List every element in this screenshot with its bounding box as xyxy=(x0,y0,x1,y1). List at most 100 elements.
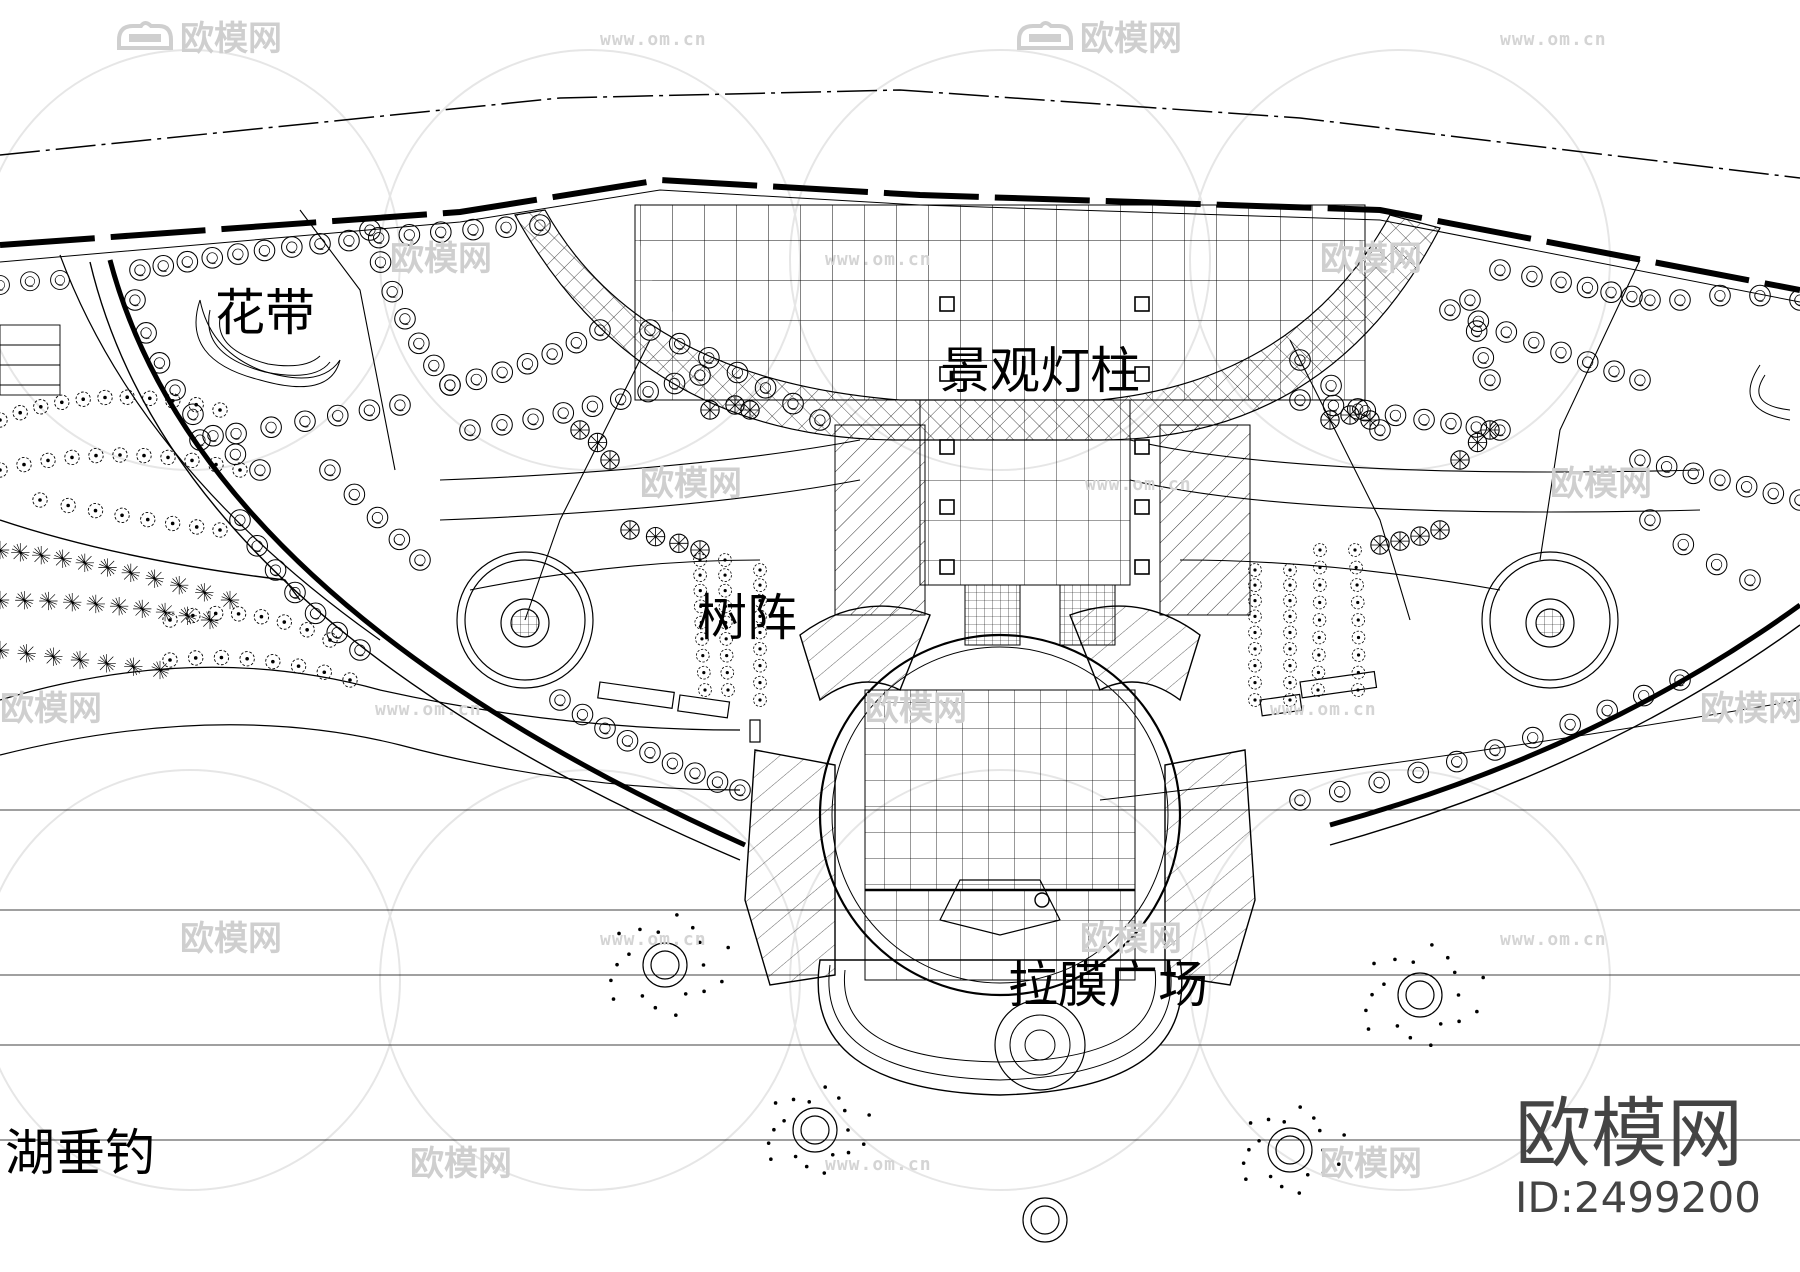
plant-symbol xyxy=(581,395,604,418)
plant-symbol xyxy=(423,354,445,377)
plant-symbol xyxy=(459,419,481,441)
plant-symbol xyxy=(338,229,360,252)
plant-symbol xyxy=(145,569,165,589)
ground-dot xyxy=(1312,1116,1316,1120)
plant-symbol xyxy=(1465,416,1488,438)
ground-dot xyxy=(1268,1174,1273,1179)
plant-symbol xyxy=(1495,321,1518,343)
ground-dot xyxy=(861,1142,866,1147)
plant-symbol xyxy=(1655,455,1678,478)
plant-symbol xyxy=(1384,404,1407,427)
plant-symbol xyxy=(200,610,220,630)
plant-symbol xyxy=(229,509,251,531)
ground-dot xyxy=(807,1100,812,1104)
svg-text:www.om.cn: www.om.cn xyxy=(600,929,707,950)
zone-labels: 花带 景观灯柱 树阵 拉膜广场 湖垂钓 xyxy=(5,284,1208,1182)
plant-symbol xyxy=(1248,642,1262,656)
plant-symbol xyxy=(1413,408,1435,431)
ground-dot xyxy=(830,1152,835,1157)
plant-symbol xyxy=(1762,482,1785,505)
svg-text:欧模网: 欧模网 xyxy=(0,689,102,729)
plant-symbol xyxy=(0,540,10,560)
plant-symbol xyxy=(587,432,608,453)
plant-symbol xyxy=(276,614,292,630)
ground-dot xyxy=(1279,1184,1284,1189)
ground-dot xyxy=(1456,993,1461,997)
plant-symbol xyxy=(1739,569,1761,591)
plant-symbol xyxy=(1248,593,1262,608)
ground-dot xyxy=(1382,982,1386,986)
ground-dot xyxy=(1336,1162,1341,1167)
plant-symbol xyxy=(697,665,711,680)
svg-text:www.om.cn: www.om.cn xyxy=(1270,699,1377,720)
ground-dot xyxy=(823,1085,827,1089)
plant-symbol xyxy=(299,622,315,638)
plant-symbol xyxy=(304,602,327,625)
ground-dot xyxy=(793,1154,798,1159)
plant-symbol xyxy=(1603,360,1625,383)
svg-text:www.om.cn: www.om.cn xyxy=(1500,929,1607,950)
plant-symbol xyxy=(1682,462,1705,485)
plant-symbol xyxy=(343,483,366,506)
plant-symbol xyxy=(129,259,151,281)
ground-dot xyxy=(846,1150,851,1155)
plant-symbol xyxy=(1311,665,1326,680)
ground-dot xyxy=(1317,1128,1322,1133)
plant-symbol xyxy=(516,352,539,375)
plant-symbol xyxy=(1709,284,1731,307)
plant-symbol xyxy=(225,422,247,445)
plant-symbol xyxy=(178,606,198,626)
plant-symbol xyxy=(1350,595,1365,610)
plant-symbol xyxy=(753,658,767,673)
ground-dot xyxy=(1241,1161,1246,1165)
ground-dot xyxy=(697,940,702,945)
plant-symbol xyxy=(1472,346,1495,369)
plant-symbol xyxy=(152,254,175,277)
ground-dot xyxy=(837,1096,841,1100)
plant-symbol xyxy=(224,443,247,466)
plant-symbol xyxy=(112,447,128,463)
plant-symbol xyxy=(148,352,171,374)
svg-text:欧模网: 欧模网 xyxy=(180,19,282,59)
label-tree-array: 树阵 xyxy=(697,589,797,647)
plant-symbol xyxy=(319,459,341,481)
svg-text:www.om.cn: www.om.cn xyxy=(1500,29,1607,50)
lake-fountains xyxy=(642,942,1443,1243)
plant-symbol xyxy=(1735,475,1758,498)
plant-symbol xyxy=(97,653,117,673)
plant-symbol xyxy=(14,590,34,610)
ground-dot xyxy=(638,927,642,932)
plant-symbol xyxy=(40,452,56,469)
plant-symbol xyxy=(1480,420,1500,440)
ground-dot xyxy=(1445,955,1450,960)
plant-symbol xyxy=(549,689,571,711)
plant-symbol xyxy=(1459,289,1481,311)
plant-symbol xyxy=(720,665,735,680)
plant-symbol xyxy=(1709,469,1731,491)
plant-symbol xyxy=(693,568,707,582)
plant-symbol xyxy=(522,408,544,430)
plant-symbol xyxy=(721,683,735,697)
plant-symbol xyxy=(700,400,720,420)
plant-symbol xyxy=(1328,780,1351,803)
plant-symbol xyxy=(17,643,37,663)
plant-symbol xyxy=(281,236,303,258)
ground-dot xyxy=(1321,1170,1326,1175)
svg-text:欧模网: 欧模网 xyxy=(1550,464,1652,504)
plant-symbol xyxy=(86,594,106,614)
ground-dot xyxy=(1429,1043,1433,1048)
flower-belt-swirl xyxy=(195,299,1791,421)
plant-symbol xyxy=(0,590,10,610)
plant-symbol xyxy=(570,420,590,440)
membrane-plaza xyxy=(817,633,1183,1096)
ground-dot xyxy=(769,1157,773,1162)
plant-symbol xyxy=(253,609,270,625)
plant-symbol xyxy=(1283,675,1297,690)
plant-symbol xyxy=(1248,609,1262,624)
plant-symbol xyxy=(119,389,135,405)
plant-symbol xyxy=(194,582,214,602)
ground-dot xyxy=(1247,1147,1251,1152)
plant-symbol xyxy=(12,405,28,421)
plant-symbol xyxy=(1248,658,1262,673)
plant-symbol xyxy=(1320,410,1340,430)
